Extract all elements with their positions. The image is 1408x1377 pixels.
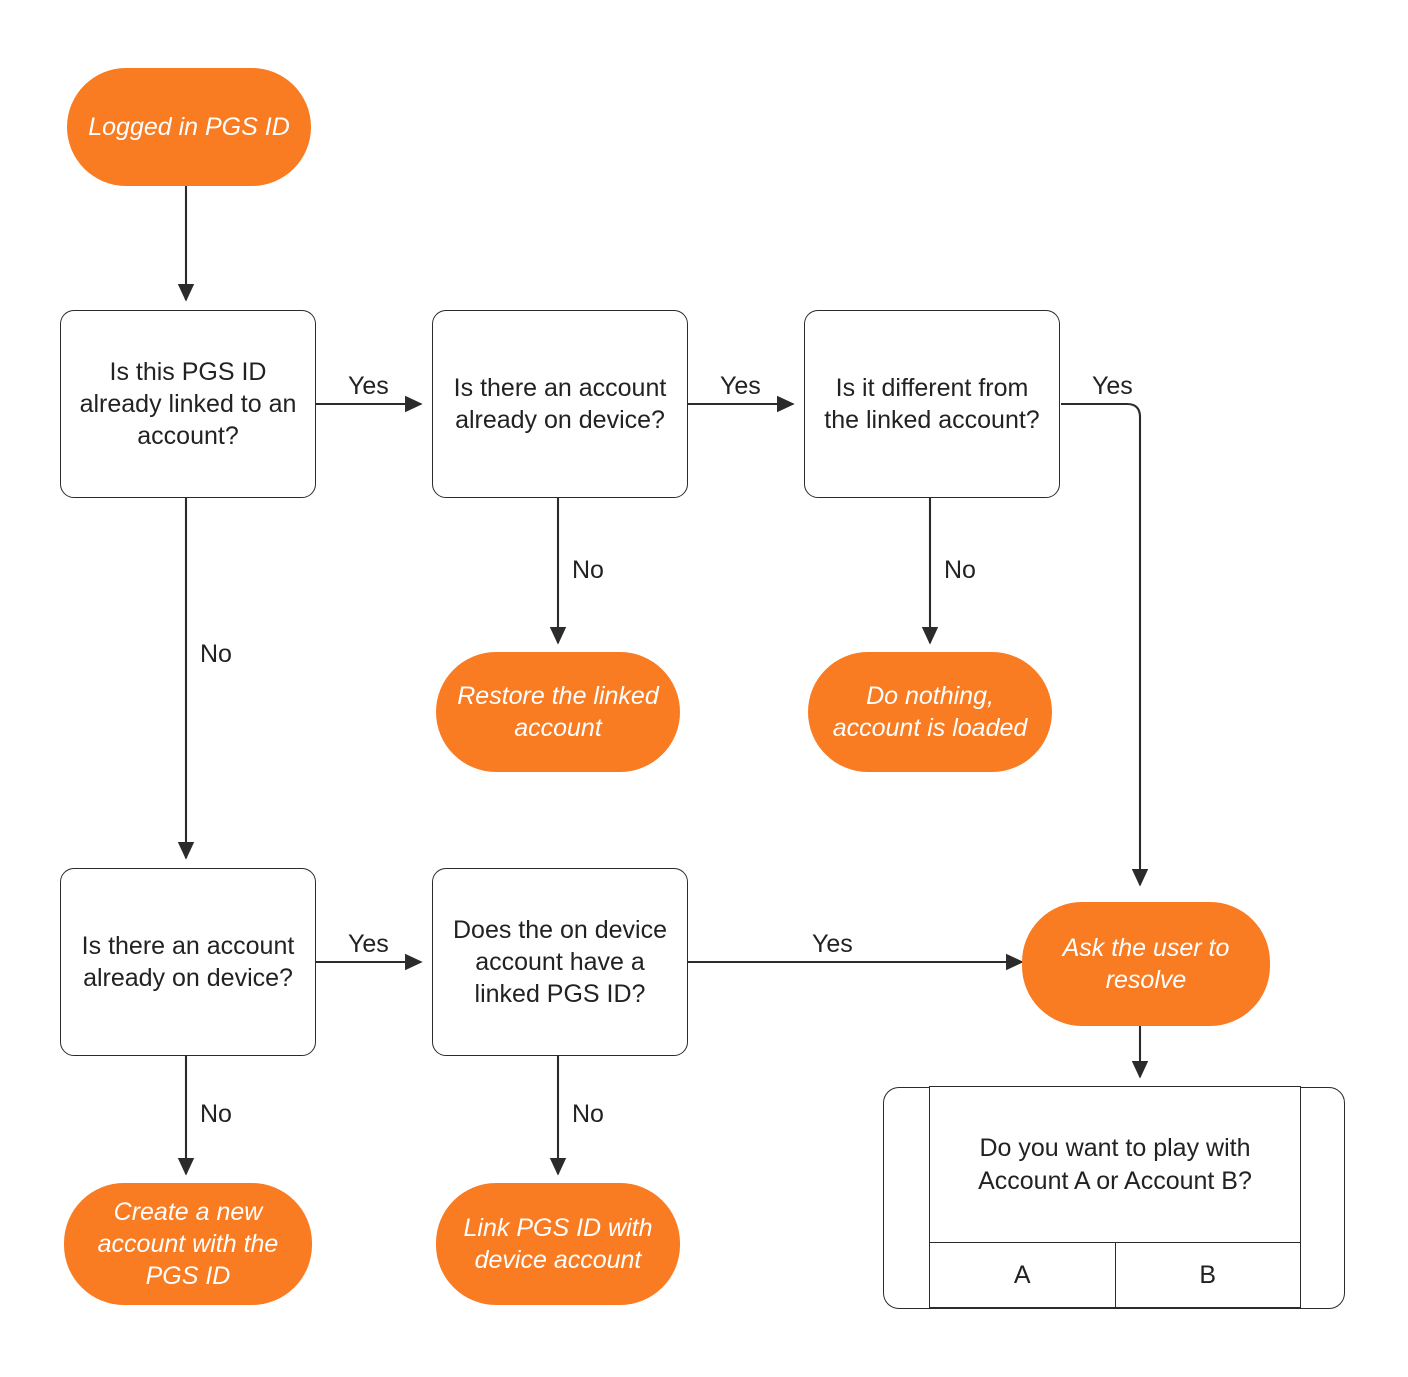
edge-label-d5-yes: Yes	[812, 930, 853, 958]
node-decision-account-on-device-top[interactable]: Is there an account already on device?	[432, 310, 688, 498]
node-decision-different-from-linked-label: Is it different from the linked account?	[824, 374, 1040, 434]
node-terminal-ask-user-to-resolve-label: Ask the user to resolve	[1062, 934, 1230, 994]
node-terminal-do-nothing-account-loaded[interactable]: Do nothing, account is loaded	[808, 652, 1052, 772]
node-terminal-link-pgs-id-device-account[interactable]: Link PGS ID with device account	[436, 1183, 680, 1305]
edge-label-d3-yes: Yes	[1092, 372, 1133, 400]
node-decision-pgs-id-linked[interactable]: Is this PGS ID already linked to an acco…	[60, 310, 316, 498]
node-terminal-restore-linked-account[interactable]: Restore the linked account	[436, 652, 680, 772]
dialog-mockup-body: Do you want to play with Account A or Ac…	[929, 1086, 1301, 1309]
dialog-mockup-frame: Do you want to play with Account A or Ac…	[883, 1086, 1345, 1309]
node-decision-device-account-has-linked-pgs-id-label: Does the on device account have a linked…	[452, 916, 668, 1008]
node-terminal-link-pgs-id-device-account-label: Link PGS ID with device account	[463, 1214, 653, 1274]
dialog-button-row: A B	[930, 1242, 1301, 1308]
edge-label-d4-yes: Yes	[348, 930, 389, 958]
dialog-button-account-b[interactable]: B	[1114, 1243, 1301, 1308]
node-decision-account-on-device-bottom-label: Is there an account already on device?	[81, 932, 295, 992]
node-decision-different-from-linked[interactable]: Is it different from the linked account?	[804, 310, 1060, 498]
edge-label-d2-yes: Yes	[720, 372, 761, 400]
edge-d3-yes-to-ask	[1061, 402, 1149, 887]
node-start-logged-in-pgs-id[interactable]: Logged in PGS ID	[67, 68, 311, 186]
edge-label-d1-no: No	[200, 640, 232, 668]
node-terminal-ask-user-to-resolve[interactable]: Ask the user to resolve	[1022, 902, 1270, 1026]
node-decision-pgs-id-linked-label: Is this PGS ID already linked to an acco…	[79, 358, 297, 450]
edge-label-d4-no: No	[200, 1100, 232, 1128]
edge-label-d3-no: No	[944, 556, 976, 584]
edge-label-d2-no: No	[572, 556, 604, 584]
dialog-button-account-a[interactable]: A	[1013, 1260, 1031, 1289]
node-decision-account-on-device-bottom[interactable]: Is there an account already on device?	[60, 868, 316, 1056]
node-start-label: Logged in PGS ID	[88, 113, 290, 141]
node-terminal-do-nothing-account-loaded-label: Do nothing, account is loaded	[832, 682, 1028, 742]
node-terminal-create-new-account[interactable]: Create a new account with the PGS ID	[64, 1183, 312, 1305]
node-terminal-create-new-account-label: Create a new account with the PGS ID	[97, 1198, 279, 1290]
dialog-message-text: Do you want to play with Account A or Ac…	[978, 1134, 1252, 1195]
node-terminal-restore-linked-account-label: Restore the linked account	[457, 682, 659, 742]
node-decision-device-account-has-linked-pgs-id[interactable]: Does the on device account have a linked…	[432, 868, 688, 1056]
edge-label-d5-no: No	[572, 1100, 604, 1128]
edge-label-d1-yes: Yes	[348, 372, 389, 400]
node-decision-account-on-device-top-label: Is there an account already on device?	[453, 374, 667, 434]
